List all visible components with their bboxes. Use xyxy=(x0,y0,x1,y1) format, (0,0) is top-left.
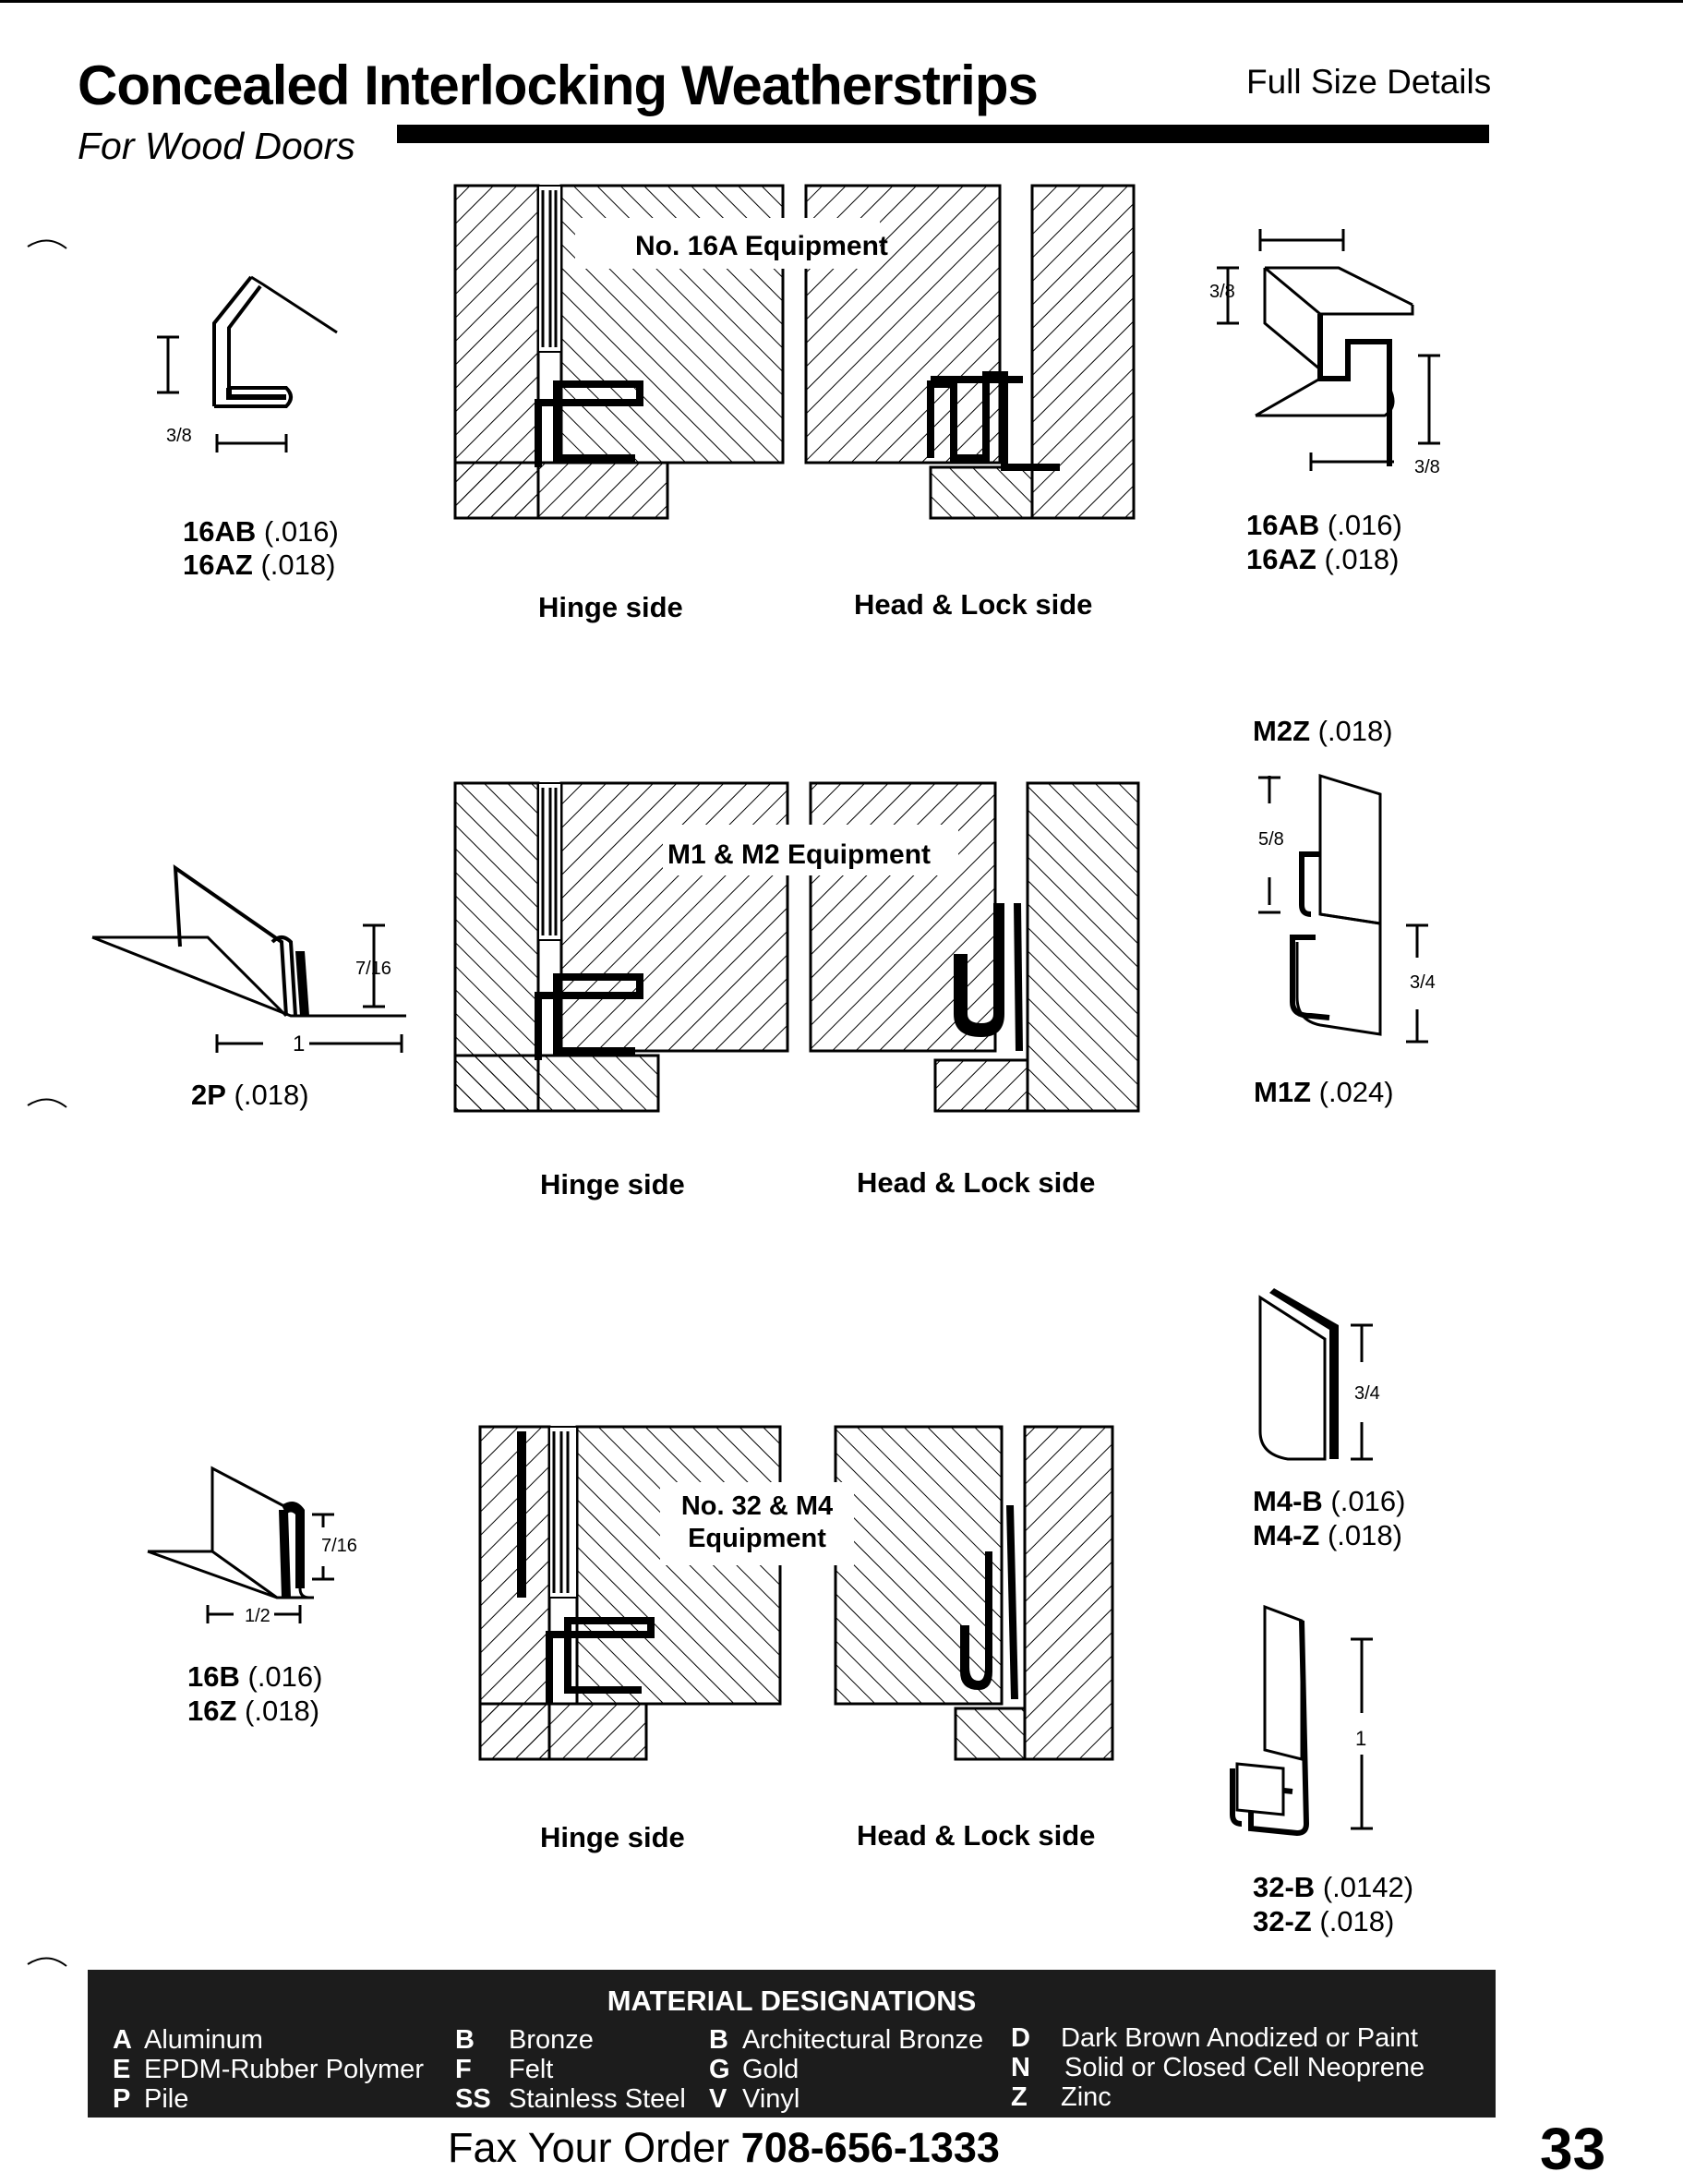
part-label: 16Z (.018) xyxy=(187,1695,320,1727)
lock-side-label: Head & Lock side xyxy=(854,588,1093,621)
top-border xyxy=(0,0,1683,3)
part-label: 16AZ (.018) xyxy=(183,549,336,581)
page-number: 33 xyxy=(1540,2116,1606,2182)
hinge-side-label: Hinge side xyxy=(540,1168,685,1201)
fax-order-line: Fax Your Order 708-656-1333 xyxy=(448,2124,1000,2171)
part-label: 2P (.018) xyxy=(191,1079,309,1111)
dim-label: 3/8 xyxy=(1209,282,1235,302)
materials-title: MATERIAL DESIGNATIONS xyxy=(607,1985,977,2017)
dim-label: 1 xyxy=(293,1032,305,1056)
part-label: 16AZ (.018) xyxy=(1246,543,1400,575)
part-label: M4-Z (.018) xyxy=(1253,1519,1402,1551)
margin-mark xyxy=(27,1957,67,1967)
part-label: M1Z (.024) xyxy=(1254,1076,1394,1108)
profile-16ab-left-drawing: 3/8 xyxy=(157,275,338,452)
dim-label: 3/4 xyxy=(1410,972,1436,993)
part-label: M4-B (.016) xyxy=(1253,1485,1406,1517)
profile-m1-m2-drawing: 5/8 3/4 xyxy=(1258,773,1436,1044)
lock-side-label: Head & Lock side xyxy=(857,1819,1096,1852)
part-label: 16AB (.016) xyxy=(1246,509,1402,541)
full-size-note: Full Size Details xyxy=(1246,63,1492,101)
dim-label: 3/8 xyxy=(1414,457,1440,477)
part-label: M2Z (.018) xyxy=(1253,715,1393,747)
dim-label: 7/16 xyxy=(355,959,391,979)
dim-label: 3/8 xyxy=(166,426,192,446)
profile-m4-drawing: 3/4 xyxy=(1258,1288,1380,1461)
profile-16b-drawing: 7/16 1/2 xyxy=(147,1466,357,1626)
profile-2p-drawing: 7/16 1 xyxy=(91,864,406,1056)
equipment-label: Equipment xyxy=(688,1524,826,1553)
lock-side-label: Head & Lock side xyxy=(857,1166,1096,1199)
section-drawing-m1-m2: M1 & M2 Equipment xyxy=(453,781,1140,1113)
part-label: 16B (.016) xyxy=(187,1660,323,1693)
dim-label: 3/4 xyxy=(1354,1383,1380,1404)
part-label: 32-B (.0142) xyxy=(1253,1871,1414,1903)
page-title: Concealed Interlocking Weatherstrips xyxy=(78,54,1039,116)
profile-32-drawing: 1 xyxy=(1230,1604,1373,1837)
page-subtitle: For Wood Doors xyxy=(78,125,355,167)
section-drawing-32-m4: No. 32 & M4 Equipment xyxy=(478,1425,1114,1761)
equipment-label: No. 16A Equipment xyxy=(635,231,888,261)
dim-label: 7/16 xyxy=(321,1536,357,1556)
section-drawing-16a: No. 16A Equipment xyxy=(453,184,1136,520)
equipment-label: No. 32 & M4 xyxy=(681,1491,833,1521)
part-label: 16AB (.016) xyxy=(183,515,339,548)
dim-label: 1 xyxy=(1355,1727,1366,1750)
equipment-label: M1 & M2 Equipment xyxy=(667,839,931,870)
hinge-side-label: Hinge side xyxy=(540,1821,685,1853)
hinge-side-label: Hinge side xyxy=(538,591,683,623)
margin-mark xyxy=(27,1098,67,1108)
profile-16ab-right-drawing: 3/8 3/8 xyxy=(1209,229,1440,477)
part-label: 32-Z (.018) xyxy=(1253,1905,1395,1937)
margin-mark xyxy=(27,239,67,249)
dim-label: 1/2 xyxy=(245,1606,270,1626)
header-rule xyxy=(397,125,1489,143)
dim-label: 5/8 xyxy=(1258,829,1284,850)
